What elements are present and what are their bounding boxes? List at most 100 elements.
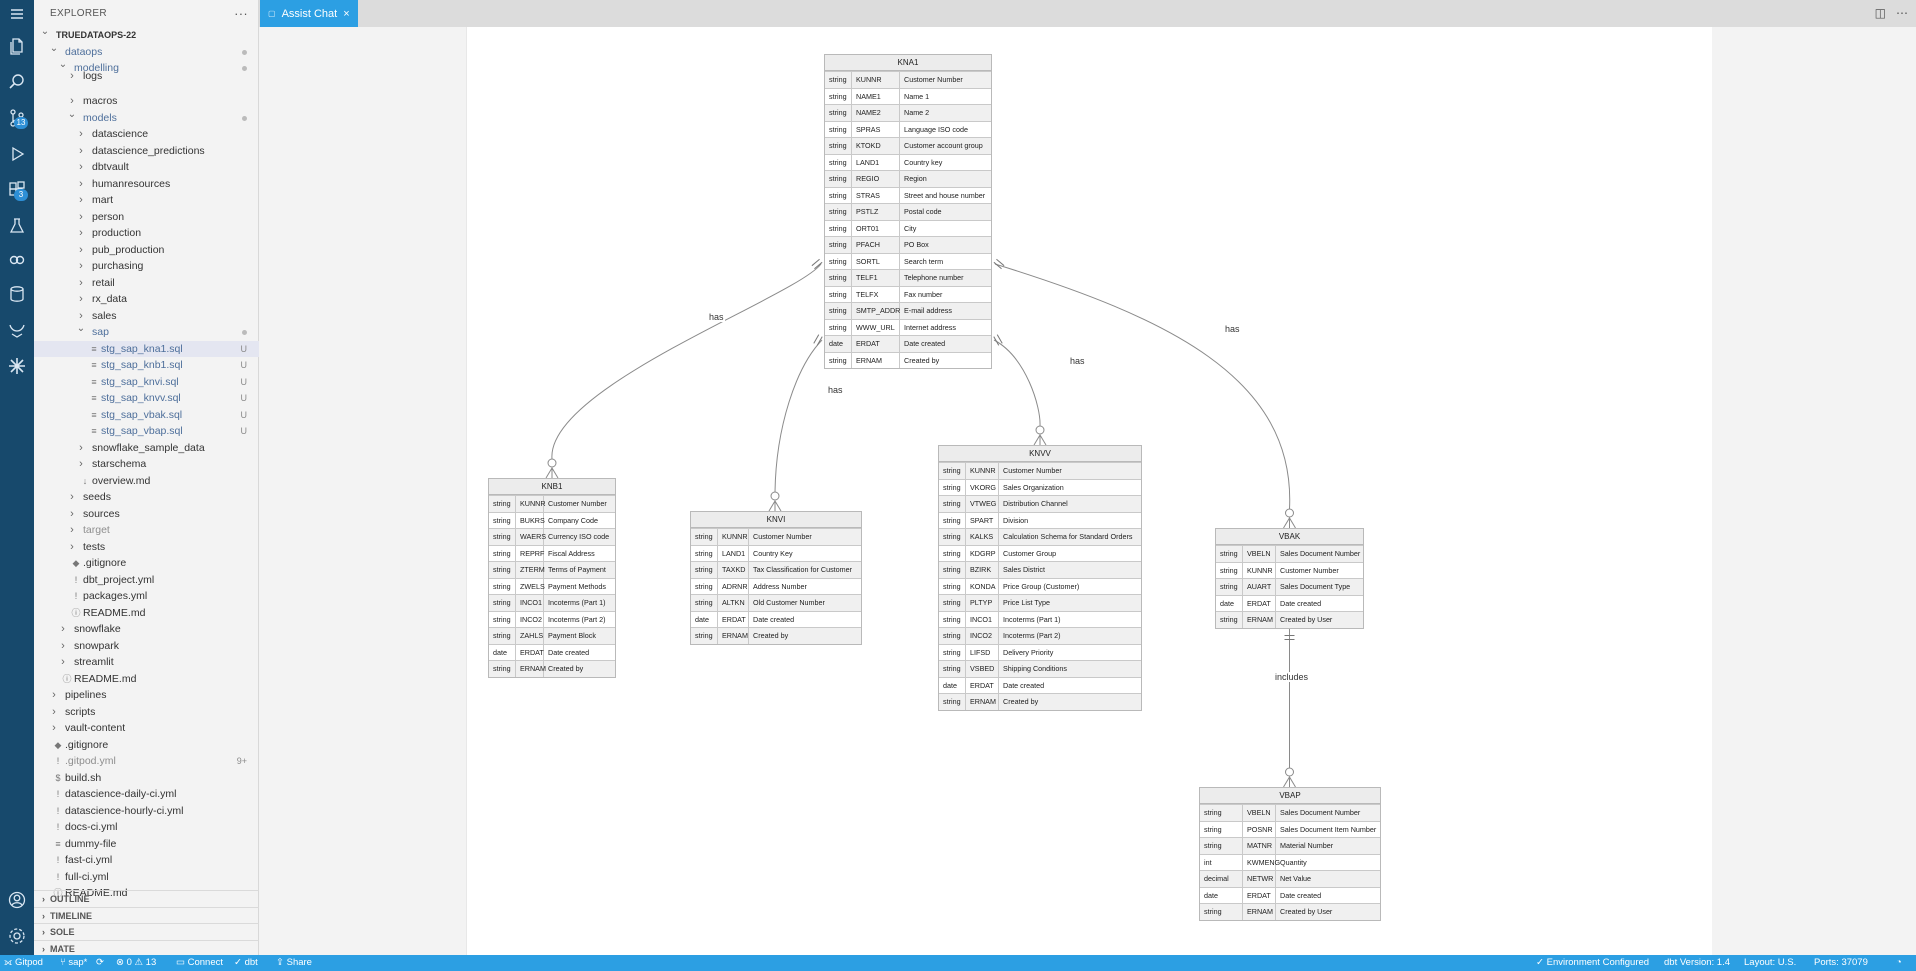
folder-item[interactable]: ›pub_production xyxy=(34,242,259,258)
folder-item[interactable]: ›snowflake xyxy=(34,621,259,637)
folder-item[interactable]: ›snowpark xyxy=(34,638,259,654)
file-item[interactable]: ≡dummy-file xyxy=(34,836,259,852)
folder-item[interactable]: ›target xyxy=(34,522,259,538)
field-description: Search term xyxy=(904,256,944,266)
tree-item-label: .gitignore xyxy=(65,738,109,751)
more-icon[interactable]: ⋯ xyxy=(1896,6,1908,20)
files-icon[interactable] xyxy=(5,34,29,58)
folder-item[interactable]: ⌄dataops xyxy=(34,43,259,60)
dataops-icon[interactable] xyxy=(5,354,29,378)
panel-mate[interactable]: ›MATE xyxy=(34,939,259,956)
folder-item[interactable]: ›starschema xyxy=(34,456,259,472)
panel-sole[interactable]: ›SOLE xyxy=(34,923,259,939)
folder-item[interactable]: ›streamlit xyxy=(34,654,259,670)
ports-status[interactable]: Ports: 37079 xyxy=(1814,957,1868,968)
share-status[interactable]: ⇪ Share xyxy=(276,957,312,968)
problems-status[interactable]: ⊗ 0 ⚠ 13 xyxy=(116,957,157,968)
folder-item[interactable]: ⌄modelling xyxy=(34,59,259,76)
dbt-version-status[interactable]: dbt Version: 1.4 xyxy=(1664,957,1731,968)
dbt-status[interactable]: ✓ dbt xyxy=(234,957,258,968)
file-item[interactable]: !dbt_project.yml xyxy=(34,572,259,588)
menu-icon[interactable] xyxy=(5,2,29,26)
panel-outline[interactable]: ›OUTLINE xyxy=(34,890,259,906)
folder-item[interactable]: ⌄TRUEDATAOPS-22 xyxy=(34,26,259,43)
chevron-right-icon: › xyxy=(52,689,56,701)
close-icon[interactable]: × xyxy=(343,7,350,20)
exactly-one-marker xyxy=(1284,635,1295,640)
account-icon[interactable] xyxy=(5,888,29,912)
gitpod-status[interactable]: ⟗ Gitpod xyxy=(4,957,43,968)
folder-item[interactable]: ›humanresources xyxy=(34,176,259,192)
file-icon: ◆ xyxy=(72,558,80,568)
file-item[interactable]: !datascience-hourly-ci.yml xyxy=(34,803,259,819)
folder-item[interactable]: ›snowflake_sample_data xyxy=(34,440,259,456)
file-item[interactable]: ◆.gitignore xyxy=(34,555,259,571)
remote-icon[interactable] xyxy=(5,248,29,272)
field-type: string xyxy=(825,220,852,236)
file-item[interactable]: ↓overview.md xyxy=(34,473,259,489)
folder-item[interactable]: ›datascience_predictions xyxy=(34,143,259,159)
folder-item[interactable]: ›vault-content xyxy=(34,720,259,736)
file-item[interactable]: !full-ci.yml xyxy=(34,869,259,885)
file-item[interactable]: ◆.gitignore xyxy=(34,737,259,753)
split-editor-icon[interactable]: ◫ xyxy=(1874,6,1886,20)
folder-item[interactable]: ›tests xyxy=(34,539,259,555)
folder-item[interactable]: ›rx_data xyxy=(34,291,259,307)
folder-item[interactable]: ›scripts xyxy=(34,704,259,720)
folder-item[interactable]: ›dbtvault xyxy=(34,159,259,175)
folder-item[interactable]: ›person xyxy=(34,209,259,225)
folder-item[interactable]: ›macros xyxy=(34,93,259,109)
file-item[interactable]: !packages.yml xyxy=(34,588,259,604)
notifications-icon[interactable]: ◔ xyxy=(1896,957,1902,968)
folder-item[interactable]: ›sales xyxy=(34,308,259,324)
folder-item[interactable]: ›mart xyxy=(34,192,259,208)
folder-item[interactable]: ›seeds xyxy=(34,489,259,505)
more-actions-icon[interactable]: ··· xyxy=(234,5,248,21)
field-type: string xyxy=(691,545,718,561)
database-icon[interactable] xyxy=(5,282,29,306)
folder-item[interactable]: ›production xyxy=(34,225,259,241)
search-icon[interactable] xyxy=(5,70,29,94)
file-item[interactable]: !datascience-daily-ci.yml xyxy=(34,786,259,802)
folder-item[interactable]: ›purchasing xyxy=(34,258,259,274)
run-debug-icon[interactable] xyxy=(5,142,29,166)
folder-item[interactable]: ⌄sap xyxy=(34,323,259,340)
folder-item[interactable]: ⌄models xyxy=(34,109,259,126)
file-item[interactable]: !docs-ci.yml xyxy=(34,819,259,835)
file-item[interactable]: $build.sh xyxy=(34,770,259,786)
snowflake-icon[interactable] xyxy=(5,318,29,342)
folder-item[interactable]: ›retail xyxy=(34,275,259,291)
settings-icon[interactable] xyxy=(5,924,29,948)
tree-item-label: starschema xyxy=(92,458,147,470)
folder-item[interactable]: ›logs xyxy=(34,68,259,84)
sync-icon[interactable]: ⟳ xyxy=(96,957,104,968)
branch-status[interactable]: ⑂ sap* xyxy=(60,957,88,968)
field-type: string xyxy=(825,88,852,104)
panel-timeline[interactable]: ›TIMELINE xyxy=(34,906,259,923)
folder-item[interactable]: ›datascience xyxy=(34,126,259,142)
folder-item[interactable]: ›sources xyxy=(34,506,259,522)
folder-item[interactable]: ›pipelines xyxy=(34,687,259,703)
file-item[interactable]: !fast-ci.yml xyxy=(34,852,259,868)
tab-assist-chat[interactable]: ▢ Assist Chat × xyxy=(260,0,358,27)
testing-icon[interactable] xyxy=(5,214,29,238)
field-type: string xyxy=(1216,562,1243,578)
env-status[interactable]: ✓ Environment Configured xyxy=(1536,957,1650,968)
connect-status[interactable]: ▭ Connect xyxy=(176,957,224,968)
layout-status[interactable]: Layout: U.S. xyxy=(1744,957,1797,968)
